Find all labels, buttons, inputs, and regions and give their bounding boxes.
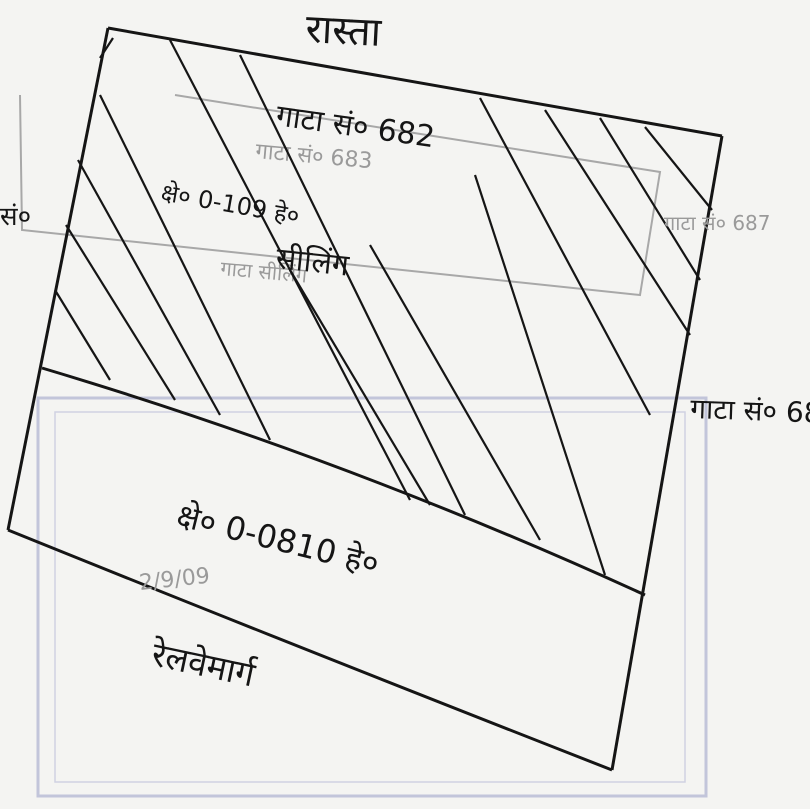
left-edge-label: सं०	[0, 202, 31, 232]
hatching	[54, 37, 713, 576]
hatch-limit-line	[41, 366, 646, 597]
faint-rectangle	[19, 94, 662, 297]
road-label: रास्ता	[304, 6, 382, 56]
stamp-impression	[36, 396, 708, 798]
boundary-top	[107, 26, 723, 138]
boundary-right	[610, 135, 724, 771]
boundary-bottom-railway	[7, 528, 613, 772]
plot-683-label: गाटा सं० 683	[690, 392, 810, 430]
boundary-left	[6, 27, 110, 531]
stamp-border	[36, 396, 708, 798]
plot-boundary	[6, 26, 724, 772]
stamp-inner-border	[54, 411, 686, 783]
plot-687-label: गाटा सं० 687	[664, 211, 771, 235]
sealing-label: सीलिंग	[274, 241, 351, 284]
